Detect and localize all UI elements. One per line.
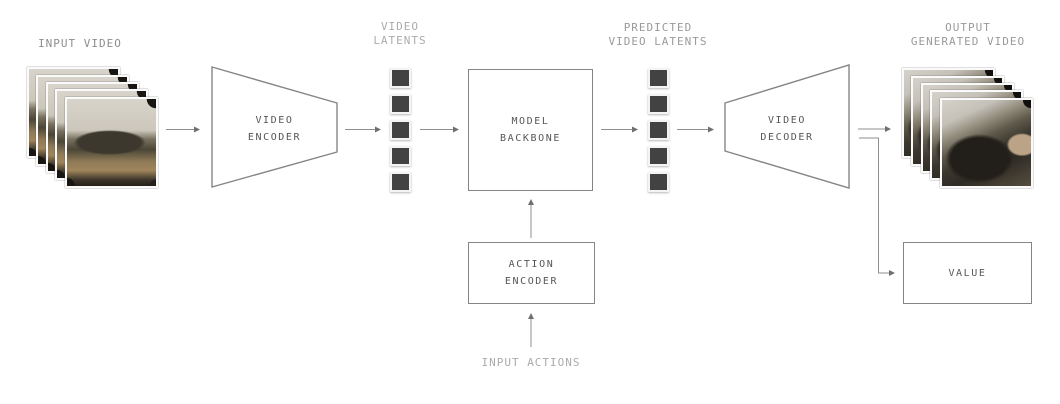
video-frame <box>940 98 1033 188</box>
model-backbone-label-line1: MODEL <box>511 116 550 127</box>
video-encoder-label-line1: VIDEO <box>255 115 294 126</box>
action-encoder-label-line2: ENCODER <box>504 276 559 287</box>
latent-block <box>648 172 669 192</box>
action-encoder-label: ACTION ENCODER <box>505 256 558 290</box>
action-encoder-box: ACTION ENCODER <box>468 242 595 304</box>
output-generated-video-label-line1: OUTPUT <box>945 21 991 34</box>
video-frame <box>65 97 158 188</box>
video-latents-label-line1: VIDEO <box>380 20 420 33</box>
video-latents-column <box>390 68 411 198</box>
latent-block <box>648 120 669 140</box>
value-label-text: VALUE <box>948 267 987 279</box>
model-backbone-label-line2: BACKBONE <box>500 133 561 144</box>
output-generated-video-label-line2: GENERATED VIDEO <box>910 35 1026 48</box>
video-encoder-label: VIDEO ENCODER <box>212 112 337 146</box>
latent-block <box>390 172 411 192</box>
connector-decoder-to-value <box>859 137 895 276</box>
latent-block <box>390 120 411 140</box>
action-encoder-label-line1: ACTION <box>508 259 555 270</box>
predicted-video-latents-label-line1: PREDICTED <box>623 21 693 34</box>
predicted-video-latents-label: PREDICTED VIDEO LATENTS <box>588 21 728 49</box>
value-label: VALUE <box>948 265 986 282</box>
model-backbone-box: MODEL BACKBONE <box>468 69 593 191</box>
video-latents-label: VIDEO LATENTS <box>340 20 460 48</box>
output-generated-video-label: OUTPUT GENERATED VIDEO <box>888 21 1048 49</box>
latent-block <box>648 68 669 88</box>
value-box: VALUE <box>903 242 1032 304</box>
latent-block <box>648 146 669 166</box>
video-decoder-label-line2: DECODER <box>760 132 814 143</box>
predicted-video-latents-label-line2: VIDEO LATENTS <box>608 35 708 48</box>
latent-block <box>390 68 411 88</box>
latent-block <box>390 94 411 114</box>
video-decoder-shape <box>724 64 850 189</box>
input-video-label: INPUT VIDEO <box>38 37 122 50</box>
output-generated-video-frames <box>902 68 1033 188</box>
predicted-video-latents-column <box>648 68 669 198</box>
video-decoder-label-line1: VIDEO <box>767 115 807 126</box>
input-video-frames <box>27 67 158 188</box>
input-actions-label: INPUT ACTIONS <box>481 356 581 369</box>
latent-block <box>390 146 411 166</box>
video-encoder-shape <box>211 66 338 188</box>
latent-block <box>648 94 669 114</box>
model-backbone-label: MODEL BACKBONE <box>500 113 561 147</box>
video-encoder-label-line2: ENCODER <box>247 132 302 143</box>
video-decoder-label: VIDEO DECODER <box>725 112 849 146</box>
video-latents-label-line2: LATENTS <box>373 34 427 47</box>
